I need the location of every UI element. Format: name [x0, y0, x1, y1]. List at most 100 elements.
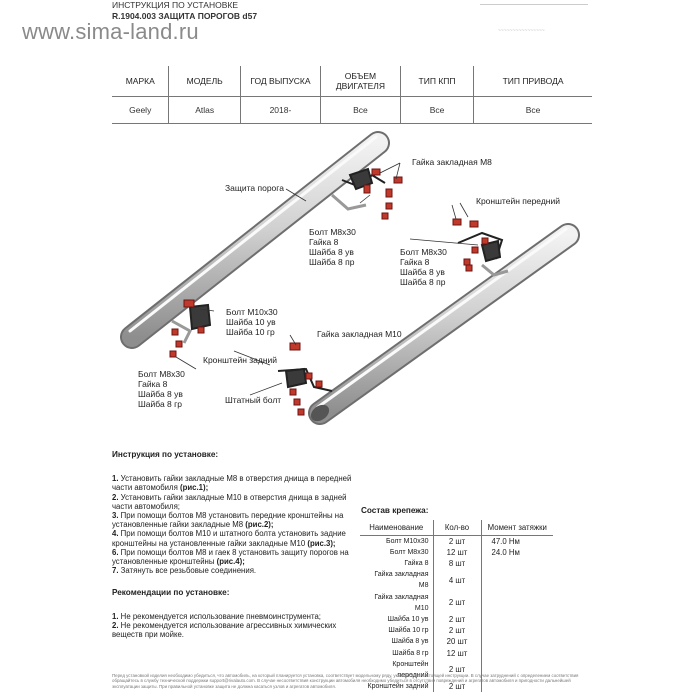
part-name: Шайба 8 гр	[360, 647, 434, 659]
bolt-group-line: Болт М8х30	[309, 227, 356, 237]
part-qty: 2 шт	[433, 591, 482, 614]
parts-header-cell: Кол-во	[433, 520, 482, 536]
label-bracket-front: Кронштейн передний	[476, 196, 560, 206]
front-bracket-upper	[331, 167, 386, 211]
part-name: Шайба 10 ув	[360, 613, 434, 626]
spec-header-cell: МОДЕЛЬ	[168, 66, 241, 97]
bolt-group-line: Шайба 10 ув	[226, 317, 276, 327]
instruction-step: 2. Установить гайки закладные М10 в отве…	[112, 492, 347, 511]
header-line-1: ИНСТРУКЦИЯ ПО УСТАНОВКЕ	[112, 0, 238, 10]
parts-header-cell: Наименование	[360, 520, 434, 536]
part-qty: 2 шт	[433, 681, 482, 693]
part-torque	[481, 636, 553, 647]
bolt-group-line: Шайба 8 пр	[309, 257, 355, 267]
bolt-group-line: Болт М8х30	[400, 247, 447, 257]
part-torque	[481, 648, 553, 659]
bolt-group-left: Болт М8х30 Гайка 8 Шайба 8 ув Шайба 8 гр	[138, 369, 185, 409]
part-name: Гайка закладная М8	[360, 569, 434, 592]
bolt-group-top: Болт М8х30 Гайка 8 Шайба 8 ув Шайба 8 пр	[309, 227, 356, 267]
sill-tube-upper	[120, 131, 390, 349]
bolt-group-line: Шайба 10 гр	[226, 327, 275, 337]
assembly-diagram	[120, 131, 580, 425]
front-bracket-lower	[457, 231, 509, 277]
spec-value-row: Geely Atlas 2018- Все Все Все	[112, 95, 592, 124]
fasteners-table: Наименование Кол-во Момент затяжки Болт …	[360, 520, 553, 693]
part-torque	[481, 558, 553, 569]
sill-tube-lower	[308, 223, 580, 425]
spec-cell-year: 2018-	[239, 95, 321, 124]
instruction-step: 3. При помощи болтов М8 установить перед…	[112, 511, 344, 530]
part-qty: 12 шт	[433, 647, 482, 659]
part-name: Гайка 8	[360, 557, 434, 570]
recommendation-item: 2. Не рекомендуется использование агресс…	[112, 620, 337, 640]
part-torque: 47.0 Нм	[491, 536, 520, 546]
part-torque	[481, 569, 553, 591]
part-name: Болт М10х30	[360, 535, 434, 547]
part-torque	[481, 614, 553, 625]
bolt-group-line: Шайба 8 гр	[138, 399, 182, 409]
spec-cell-drive: Все	[473, 95, 592, 124]
label-sill-protection: Защита порога	[225, 183, 284, 193]
watermark: www.sima-land.ru	[22, 19, 199, 44]
bolt-group-line: Гайка 8	[138, 379, 168, 389]
label-nut-m8: Гайка закладная М8	[412, 157, 492, 167]
spec-header-cell: ТИП КПП	[399, 66, 475, 97]
spec-header-cell: ОБЪЕМ ДВИГАТЕЛЯ	[319, 66, 401, 97]
instruction-step: 6. При помощи болтов М8 и гаек 8 установ…	[112, 547, 349, 567]
part-name: Кронштейн передний	[360, 658, 434, 682]
spec-header-cell: ГОД ВЫПУСКА	[239, 66, 321, 97]
part-qty: 2 шт	[433, 658, 482, 682]
bolt-group-line: Шайба 8 пр	[400, 277, 446, 287]
recommendations-title: Рекомендации по установке:	[112, 588, 230, 598]
instruction-step: 1. Установить гайки закладные М8 в отвер…	[112, 474, 352, 493]
vehicle-spec-table: МАРКА МОДЕЛЬ ГОД ВЫПУСКА ОБЪЕМ ДВИГАТЕЛЯ…	[112, 66, 592, 124]
rear-bracket-upper	[171, 303, 212, 344]
spec-cell-gearbox: Все	[399, 95, 475, 124]
part-torque: 24.0 Нм	[491, 547, 520, 557]
fasteners	[169, 168, 489, 416]
spec-header-cell: ТИП ПРИВОДА	[473, 66, 592, 97]
bolt-group-line: Болт М10х30	[226, 307, 278, 317]
part-name: Шайба 8 ув	[360, 636, 434, 648]
part-torque	[481, 592, 553, 614]
label-stock-bolt: Штатный болт	[225, 395, 282, 405]
instruction-step: 7. Затянуть все резьбовые соединения.	[112, 566, 257, 576]
label-nut-m10: Гайка закладная М10	[317, 329, 402, 339]
footer-disclaimer: Перед установкой изделия необходимо убед…	[112, 673, 579, 689]
logo-mark: ~~~~~~~~~~~~~~~~	[498, 28, 545, 34]
leader-lines	[175, 162, 479, 396]
bolt-group-line: Шайба 8 ув	[400, 267, 445, 277]
part-qty: 2 шт	[433, 613, 482, 626]
spec-header-cell: МАРКА	[112, 66, 170, 97]
bolt-group-line: Шайба 8 ув	[138, 389, 183, 399]
part-name: Гайка закладная М10	[360, 591, 434, 614]
bolt-group-line: Гайка 8	[400, 257, 430, 267]
part-qty: 4 шт	[433, 569, 482, 592]
parts-title: Состав крепежа:	[361, 506, 429, 515]
bolt-group-line: Шайба 8 ув	[309, 247, 354, 257]
spec-cell-model: Atlas	[168, 95, 241, 124]
header-rule	[480, 4, 588, 5]
rear-bracket-lower	[277, 367, 333, 392]
part-qty: 20 шт	[433, 636, 482, 648]
recommendation-item: 1. Не рекомендуется использование пневмо…	[112, 611, 321, 621]
part-qty: 2 шт	[433, 625, 482, 637]
parts-header-row: Наименование Кол-во Момент затяжки	[360, 520, 553, 536]
spec-cell-brand: Geely	[112, 95, 170, 124]
part-name: Кронштейн задний	[360, 681, 434, 693]
spec-cell-engine: Все	[319, 95, 401, 124]
label-bracket-rear: Кронштейн задний	[203, 355, 278, 365]
part-qty: 2 шт	[433, 535, 482, 547]
bolt-group-right: Болт М8х30 Гайка 8 Шайба 8 ув Шайба 8 пр	[400, 247, 447, 287]
instruction-step: 4. При помощи болтов М10 и штатного болт…	[112, 529, 346, 548]
